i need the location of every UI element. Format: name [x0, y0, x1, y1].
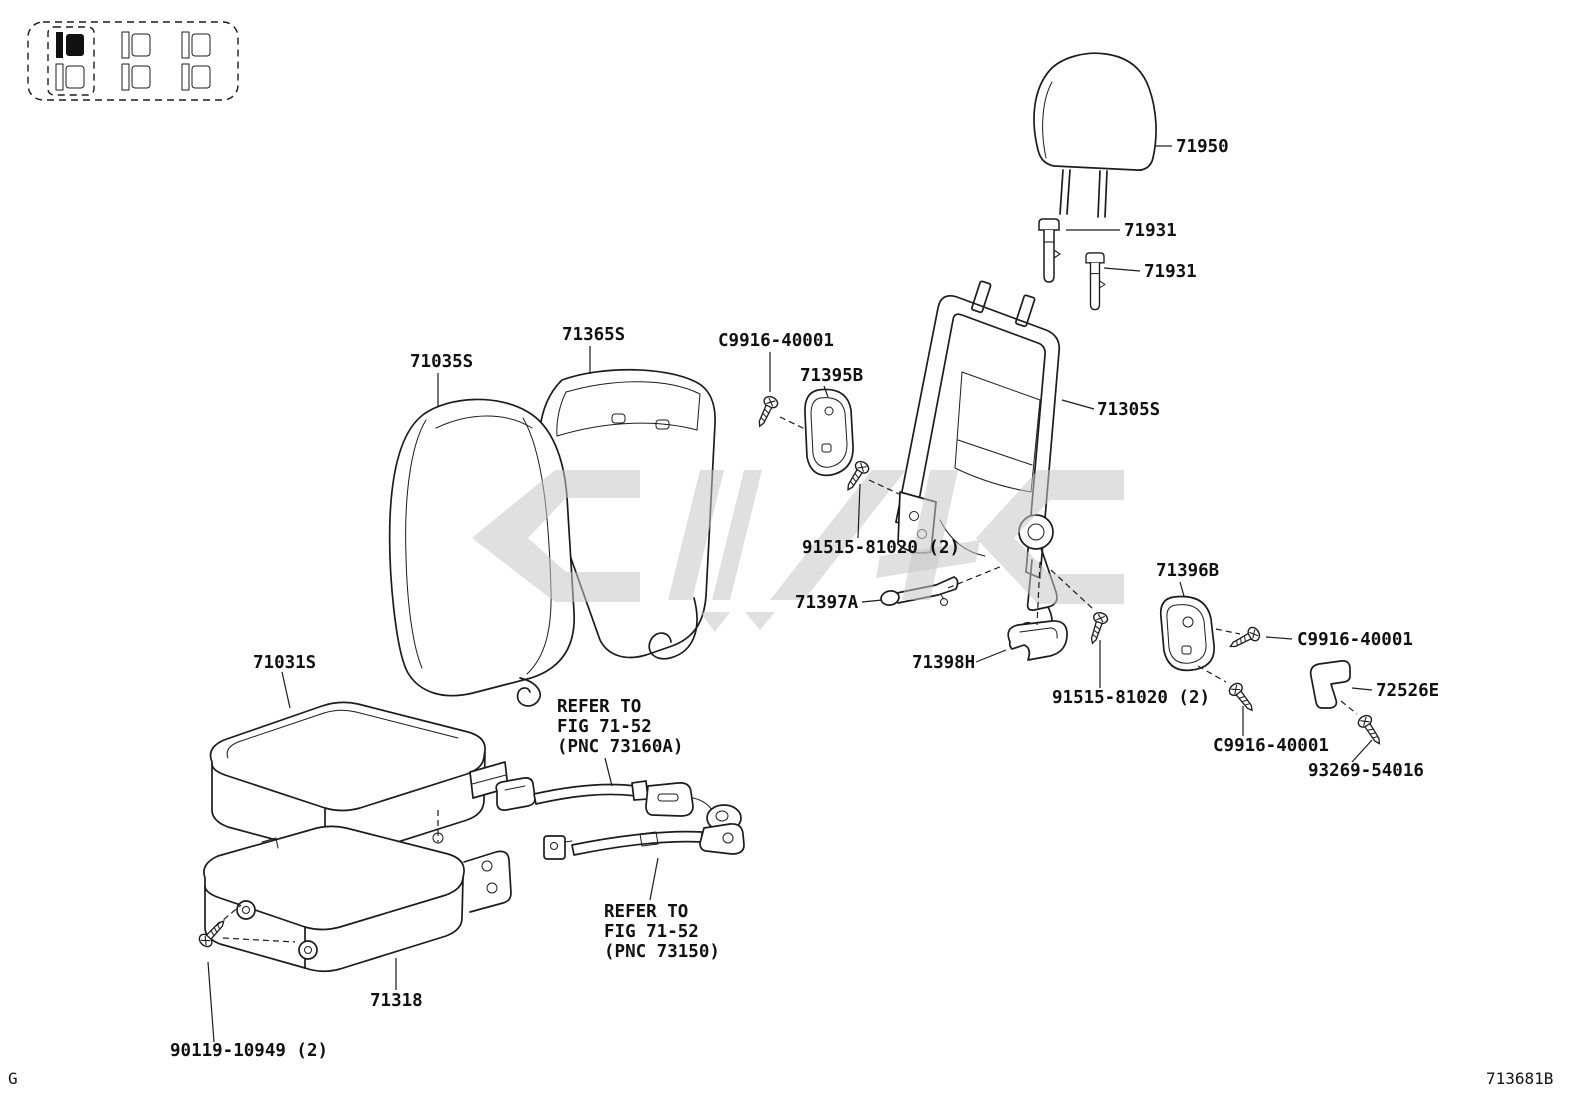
- bracket-drawing: [1309, 660, 1351, 709]
- page-corner-letter: G: [8, 1069, 18, 1088]
- headrest-support-a-drawing: [1038, 218, 1061, 283]
- refer-note-b-line2: FIG 71-52: [604, 922, 699, 942]
- seatbelt-upper-drawing: [495, 777, 742, 832]
- callout-71931-a: 71931: [1124, 221, 1177, 241]
- refer-note-a-line1: REFER TO: [557, 697, 641, 717]
- callout-93269: 93269-54016: [1308, 761, 1424, 781]
- cushion-frame-drawing: [203, 825, 512, 973]
- screw-c9916-top-icon: [752, 393, 781, 430]
- callout-71031s: 71031S: [253, 653, 316, 673]
- callout-72526e: 72526E: [1376, 681, 1439, 701]
- leader-lines: [207, 145, 1373, 1043]
- hinge-cover-lower-drawing: [1007, 620, 1068, 661]
- callout-71305s: 71305S: [1097, 400, 1160, 420]
- seat-cushion-drawing: [209, 701, 509, 858]
- figure-number: 713681B: [1486, 1069, 1553, 1088]
- callout-71396b: 71396B: [1156, 561, 1219, 581]
- screw-c9916-right-icon: [1226, 624, 1263, 654]
- callout-91515-left: 91515-81020 (2): [802, 538, 960, 558]
- callout-labels: 71950 71931 71931 71365S 71035S C9916-40…: [170, 137, 1439, 1061]
- hinge-cover-left-drawing: [804, 388, 854, 477]
- seatback-cushion-drawing: [388, 398, 575, 707]
- assembly-dashed-lines: [215, 416, 1358, 943]
- hinge-cover-right-drawing: [1159, 595, 1215, 672]
- callout-71398h: 71398H: [912, 653, 975, 673]
- bolt-90119-icon: [196, 915, 230, 950]
- vehicle-seat-map-icon: [27, 21, 239, 101]
- callout-71950: 71950: [1176, 137, 1229, 157]
- refer-note-b-line1: REFER TO: [604, 902, 688, 922]
- seatbelt-lower-drawing: [543, 823, 745, 860]
- screw-c9916-lower-icon: [1226, 680, 1259, 716]
- refer-note-a-line2: FIG 71-52: [557, 717, 652, 737]
- callout-71395b: 71395B: [800, 366, 863, 386]
- refer-note-a-line3: (PNC 73160A): [557, 737, 683, 757]
- callout-c9916-right: C9916-40001: [1297, 630, 1413, 650]
- callout-71318: 71318: [370, 991, 423, 1011]
- callout-71931-b: 71931: [1144, 262, 1197, 282]
- callout-91515-right: 91515-81020 (2): [1052, 688, 1210, 708]
- callout-90119: 90119-10949 (2): [170, 1041, 328, 1061]
- screw-91515-right-icon: [1085, 610, 1110, 647]
- callout-71365s: 71365S: [562, 325, 625, 345]
- headrest-drawing: [1033, 52, 1157, 218]
- callout-c9916-lower: C9916-40001: [1213, 736, 1329, 756]
- callout-c9916-top: C9916-40001: [718, 331, 834, 351]
- callout-71035s: 71035S: [410, 352, 473, 372]
- watermark-logo: [472, 470, 1124, 632]
- refer-note-b-line3: (PNC 73150): [604, 942, 720, 962]
- headrest-support-b-drawing: [1085, 252, 1106, 311]
- callout-71397a: 71397A: [795, 593, 859, 613]
